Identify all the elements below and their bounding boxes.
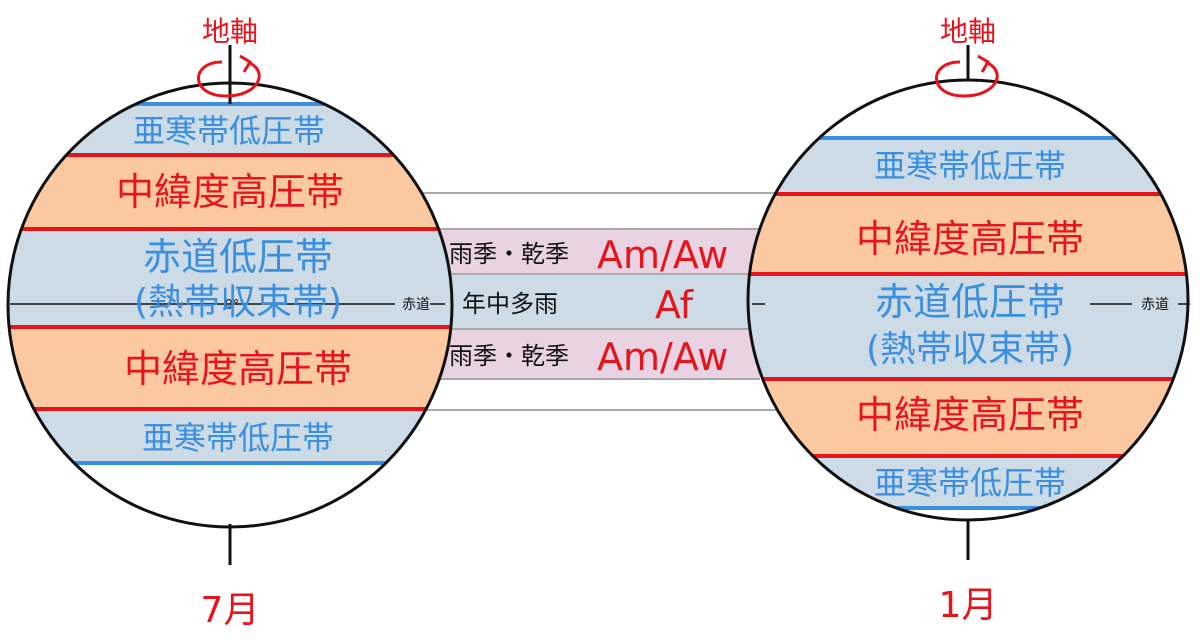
left-band-midlat-bottom	[8, 327, 452, 409]
left-label-equatorial-sub: (熱帯収束帯)	[134, 282, 342, 323]
left-band-midlat-top	[8, 155, 452, 229]
right-rotation-arrow-icon	[935, 60, 999, 98]
right-label-midlat-top: 中緯度高圧帯	[856, 217, 1084, 261]
right-band-midlat-bottom	[748, 379, 1188, 456]
right-band-midlat-top	[748, 194, 1188, 274]
left-band-equatorial	[8, 229, 452, 327]
right-label-subarctic-bottom: 亜寒帯低圧帯	[874, 464, 1066, 502]
right-label-midlat-bottom: 中緯度高圧帯	[856, 393, 1084, 437]
middle-code-top: Am/Aw	[597, 233, 728, 277]
left-label-midlat-top: 中緯度高圧帯	[116, 170, 344, 214]
right-equator-label: 赤道	[1141, 297, 1169, 313]
right-band-equatorial	[748, 274, 1188, 379]
right-label-subarctic-top: 亜寒帯低圧帯	[874, 147, 1066, 185]
middle-band-rain-all-year	[430, 274, 760, 329]
left-label-midlat-bottom: 中緯度高圧帯	[124, 347, 352, 391]
left-axis-label: 地軸	[202, 15, 258, 48]
left-rotation-arrow-icon	[197, 60, 261, 98]
left-band-subarctic-bottom	[8, 409, 452, 463]
left-label-subarctic-top: 亜寒帯低圧帯	[133, 112, 325, 150]
left-zero-degree: 0°	[225, 298, 240, 313]
left-label-equatorial: 赤道低圧帯	[143, 235, 333, 279]
right-axis-label: 地軸	[940, 15, 996, 48]
middle-rain-all-year: 年中多雨	[462, 290, 558, 318]
right-label-equatorial-sub: (熱帯収束帯)	[866, 329, 1074, 370]
middle-code-bottom: Am/Aw	[597, 335, 728, 379]
left-label-subarctic-bottom: 亜寒帯低圧帯	[142, 419, 334, 457]
middle-labels: 雨季・乾季 Am/Aw 年中多雨 Af 雨季・乾季 Am/Aw	[449, 233, 728, 379]
left-equator-label: 赤道	[402, 297, 430, 313]
middle-band-wet-dry-bottom	[430, 329, 760, 379]
right-band-subarctic-top	[748, 138, 1188, 194]
right-globe: 赤道 地軸 亜寒帯低圧帯 中緯度高圧帯 赤道低圧帯 (熱帯収束帯) 中緯度高圧帯…	[746, 15, 1190, 626]
left-month-label: 7月	[201, 590, 260, 631]
middle-wet-dry-top: 雨季・乾季	[449, 240, 569, 268]
right-label-equatorial: 赤道低圧帯	[875, 280, 1065, 324]
middle-band-wet-dry-top	[430, 229, 760, 274]
middle-bands	[420, 192, 778, 411]
left-globe: 0° 赤道 地軸 亜寒帯低圧帯 中緯度高圧帯 赤道低圧帯 (熱帯収束帯) 中緯度…	[6, 15, 454, 631]
middle-wet-dry-bottom: 雨季・乾季	[449, 342, 569, 370]
right-month-label: 1月	[939, 585, 998, 626]
middle-code-mid: Af	[655, 283, 695, 327]
